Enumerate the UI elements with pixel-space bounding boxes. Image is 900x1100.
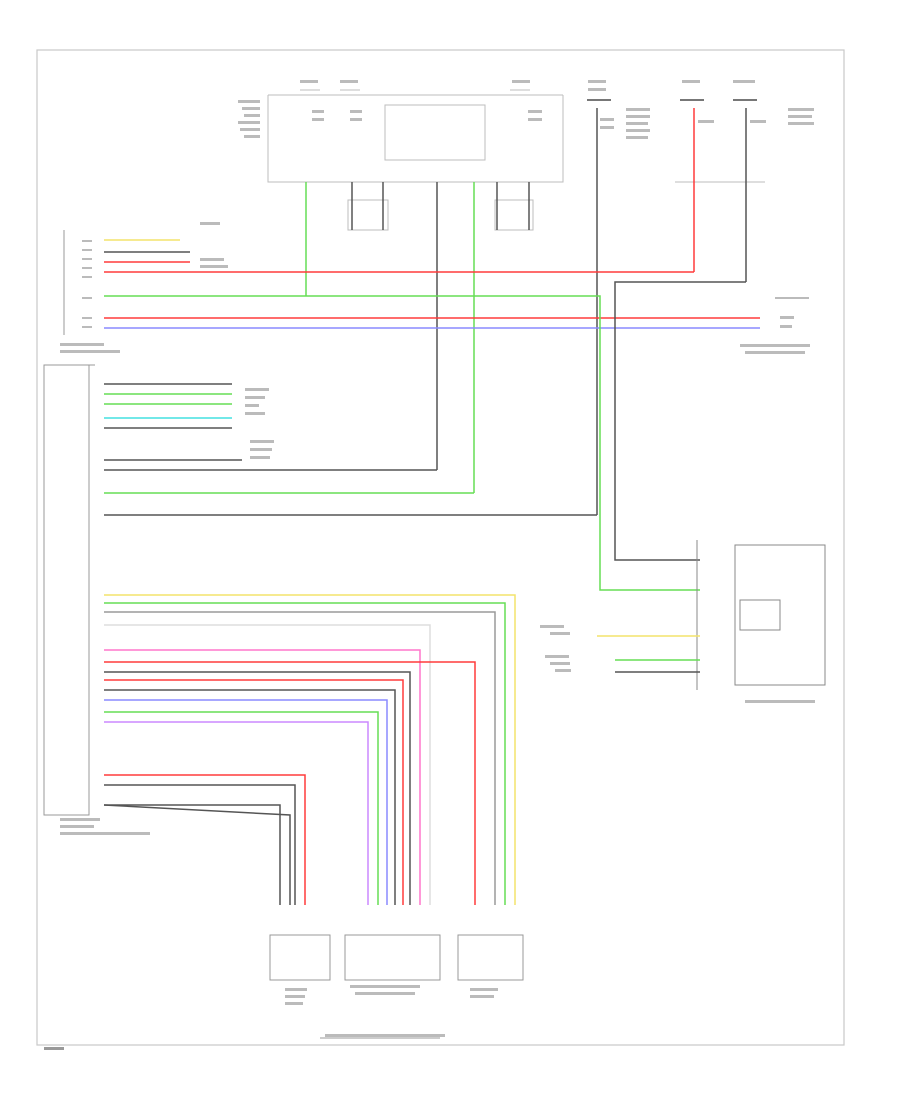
mid-horizontal-wires (104, 383, 597, 516)
diagram-frame (36, 49, 845, 1046)
bottom-connector-labels (285, 985, 498, 1037)
fuse-relay-box (267, 89, 765, 231)
top-vertical-wires (305, 108, 747, 515)
upper-wire-labels (200, 222, 810, 354)
right-ecu (696, 540, 826, 690)
upper-horizontal-wires (104, 239, 760, 591)
lower-bundle-wires (103, 594, 516, 905)
steering-module-box (43, 230, 95, 816)
right-ecu-wires (597, 635, 700, 673)
mid-wire-labels (245, 388, 274, 459)
footer-code (44, 1047, 64, 1050)
module-pin-labels (60, 240, 150, 835)
bottom-connectors (269, 934, 524, 1039)
right-ecu-labels (540, 625, 815, 703)
top-component-labels (238, 80, 814, 139)
